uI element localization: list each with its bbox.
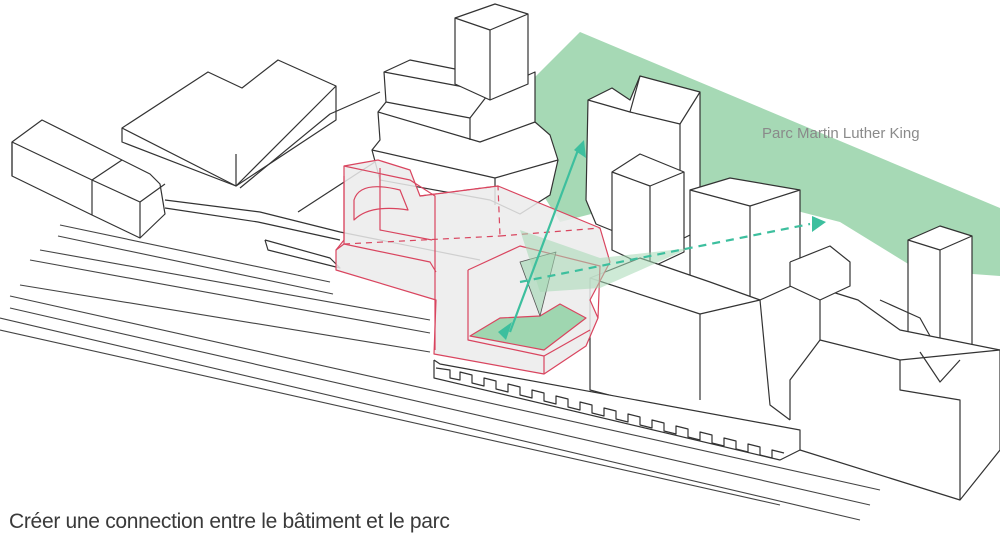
project-building <box>335 159 611 375</box>
arrow-east-head <box>812 216 826 232</box>
arrow-north-head <box>574 140 586 158</box>
arrow-north <box>508 149 580 333</box>
connection-arrows <box>498 140 826 340</box>
railway-tracks <box>0 224 881 521</box>
view-corridor <box>520 230 690 292</box>
arrow-east <box>519 222 811 284</box>
caption: Créer une connection entre le bâtiment e… <box>9 510 450 533</box>
arrow-south-head <box>498 322 512 340</box>
context-buildings <box>11 3 1000 501</box>
park-label: Parc Martin Luther King <box>762 125 920 142</box>
